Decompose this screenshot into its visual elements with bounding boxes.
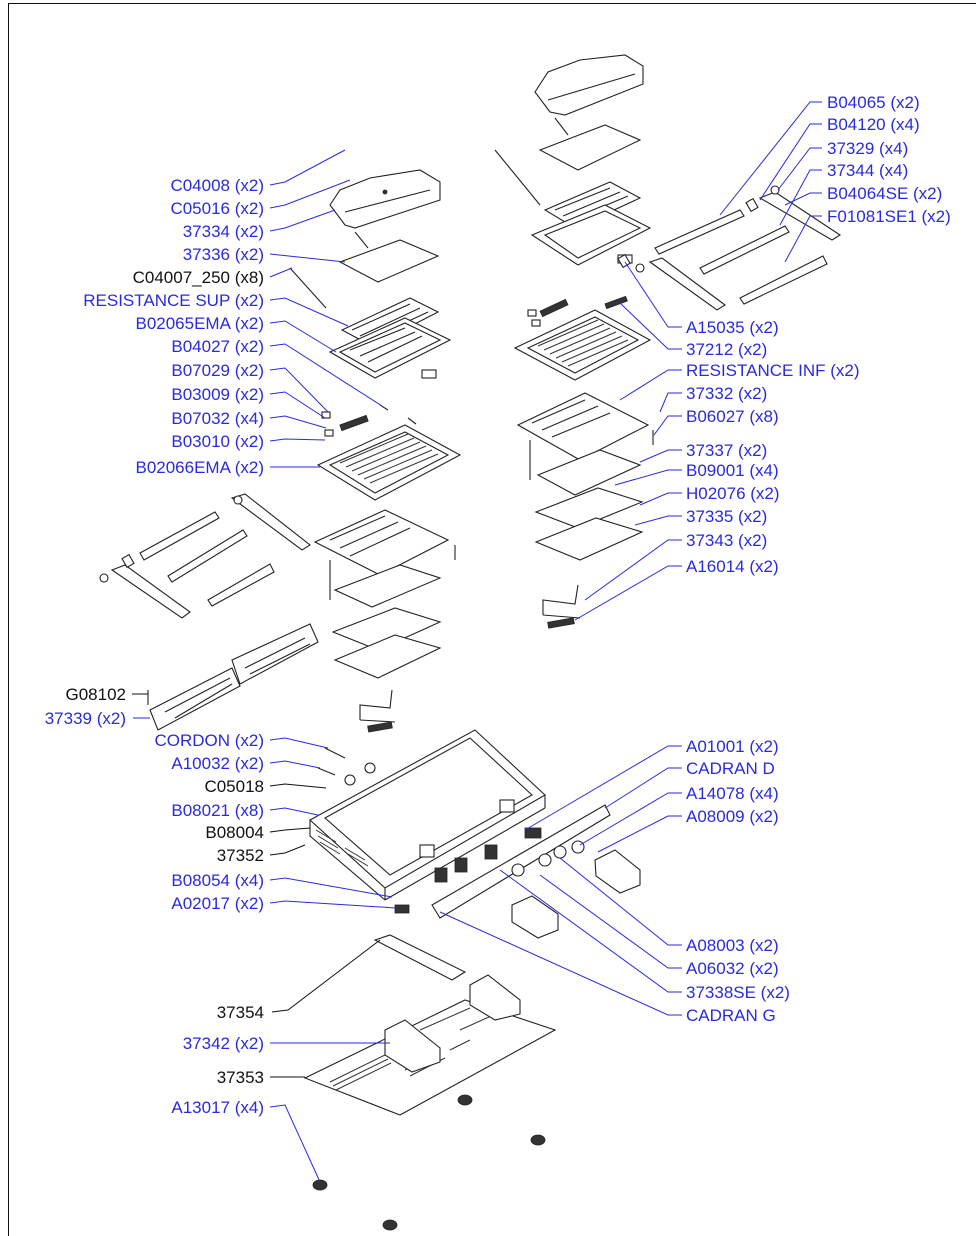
- label-b04064se: B04064SE (x2): [827, 184, 942, 203]
- label-37332: 37332 (x2): [686, 384, 767, 403]
- label-37329: 37329 (x4): [827, 139, 908, 158]
- label-a06032: A06032 (x2): [686, 959, 779, 978]
- label-37336: 37336 (x2): [183, 245, 264, 264]
- label-b09001: B09001 (x4): [686, 461, 779, 480]
- right-grill-assembly: [494, 8, 654, 629]
- label-37353: 37353: [217, 1068, 264, 1087]
- label-37352: 37352: [217, 846, 264, 865]
- label-37344: 37344 (x4): [827, 161, 908, 180]
- bottom-base: [303, 934, 557, 1231]
- label-f01081se1: F01081SE1 (x2): [827, 207, 951, 226]
- label-c04007: C04007_250 (x8): [133, 268, 264, 287]
- left-rods: [99, 493, 311, 619]
- label-37334: 37334 (x2): [183, 222, 264, 241]
- leader-lines: [132, 101, 822, 1183]
- label-resistance-sup: RESISTANCE SUP (x2): [83, 291, 264, 310]
- label-g08102: G08102: [66, 685, 127, 704]
- label-cadran-g: CADRAN G: [686, 1006, 776, 1025]
- left-grill-assembly: [289, 120, 462, 733]
- label-b07032: B07032 (x4): [171, 409, 264, 428]
- label-a01001: A01001 (x2): [686, 737, 779, 756]
- label-cadran-d: CADRAN D: [686, 759, 775, 778]
- label-a08009: A08009 (x2): [686, 807, 779, 826]
- label-37342: 37342 (x2): [183, 1034, 264, 1053]
- part-labels: C04008 (x2) C05016 (x2) 37334 (x2) 37336…: [45, 93, 951, 1117]
- label-resistance-inf: RESISTANCE INF (x2): [686, 361, 859, 380]
- label-37337: 37337 (x2): [686, 441, 767, 460]
- label-37335: 37335 (x2): [686, 507, 767, 526]
- label-37343: 37343 (x2): [686, 531, 767, 550]
- label-b06027: B06027 (x8): [686, 407, 779, 426]
- label-b08004: B08004: [205, 823, 264, 842]
- label-a16014: A16014 (x2): [686, 557, 779, 576]
- label-b07029: B07029 (x2): [171, 361, 264, 380]
- label-a02017: A02017 (x2): [171, 894, 264, 913]
- label-a08003: A08003 (x2): [686, 936, 779, 955]
- label-cordon: CORDON (x2): [154, 731, 264, 750]
- label-b08054: B08054 (x4): [171, 871, 264, 890]
- label-b02066ema: B02066EMA (x2): [135, 458, 264, 477]
- page-border: [8, 3, 976, 1236]
- label-a10032: A10032 (x2): [171, 754, 264, 773]
- label-37338se: 37338SE (x2): [686, 983, 790, 1002]
- label-b08021: B08021 (x8): [171, 801, 264, 820]
- label-a14078: A14078 (x4): [686, 784, 779, 803]
- label-37339: 37339 (x2): [45, 709, 126, 728]
- label-a13017: A13017 (x4): [171, 1098, 264, 1117]
- label-c04008: C04008 (x2): [170, 176, 264, 195]
- label-b03010: B03010 (x2): [171, 432, 264, 451]
- label-h02076: H02076 (x2): [686, 484, 780, 503]
- label-c05016: C05016 (x2): [170, 199, 264, 218]
- label-a15035: A15035 (x2): [686, 318, 779, 337]
- label-c05018: C05018: [204, 777, 264, 796]
- label-37354: 37354: [217, 1003, 264, 1022]
- label-b03009: B03009 (x2): [171, 385, 264, 404]
- label-b04065: B04065 (x2): [827, 93, 920, 112]
- label-37212: 37212 (x2): [686, 340, 767, 359]
- label-b04027: B04027 (x2): [171, 337, 264, 356]
- right-rods: [617, 185, 842, 311]
- control-box: [309, 729, 546, 901]
- label-b04120: B04120 (x4): [827, 115, 920, 134]
- label-b02065ema: B02065EMA (x2): [135, 314, 264, 333]
- rolls: [135, 623, 319, 731]
